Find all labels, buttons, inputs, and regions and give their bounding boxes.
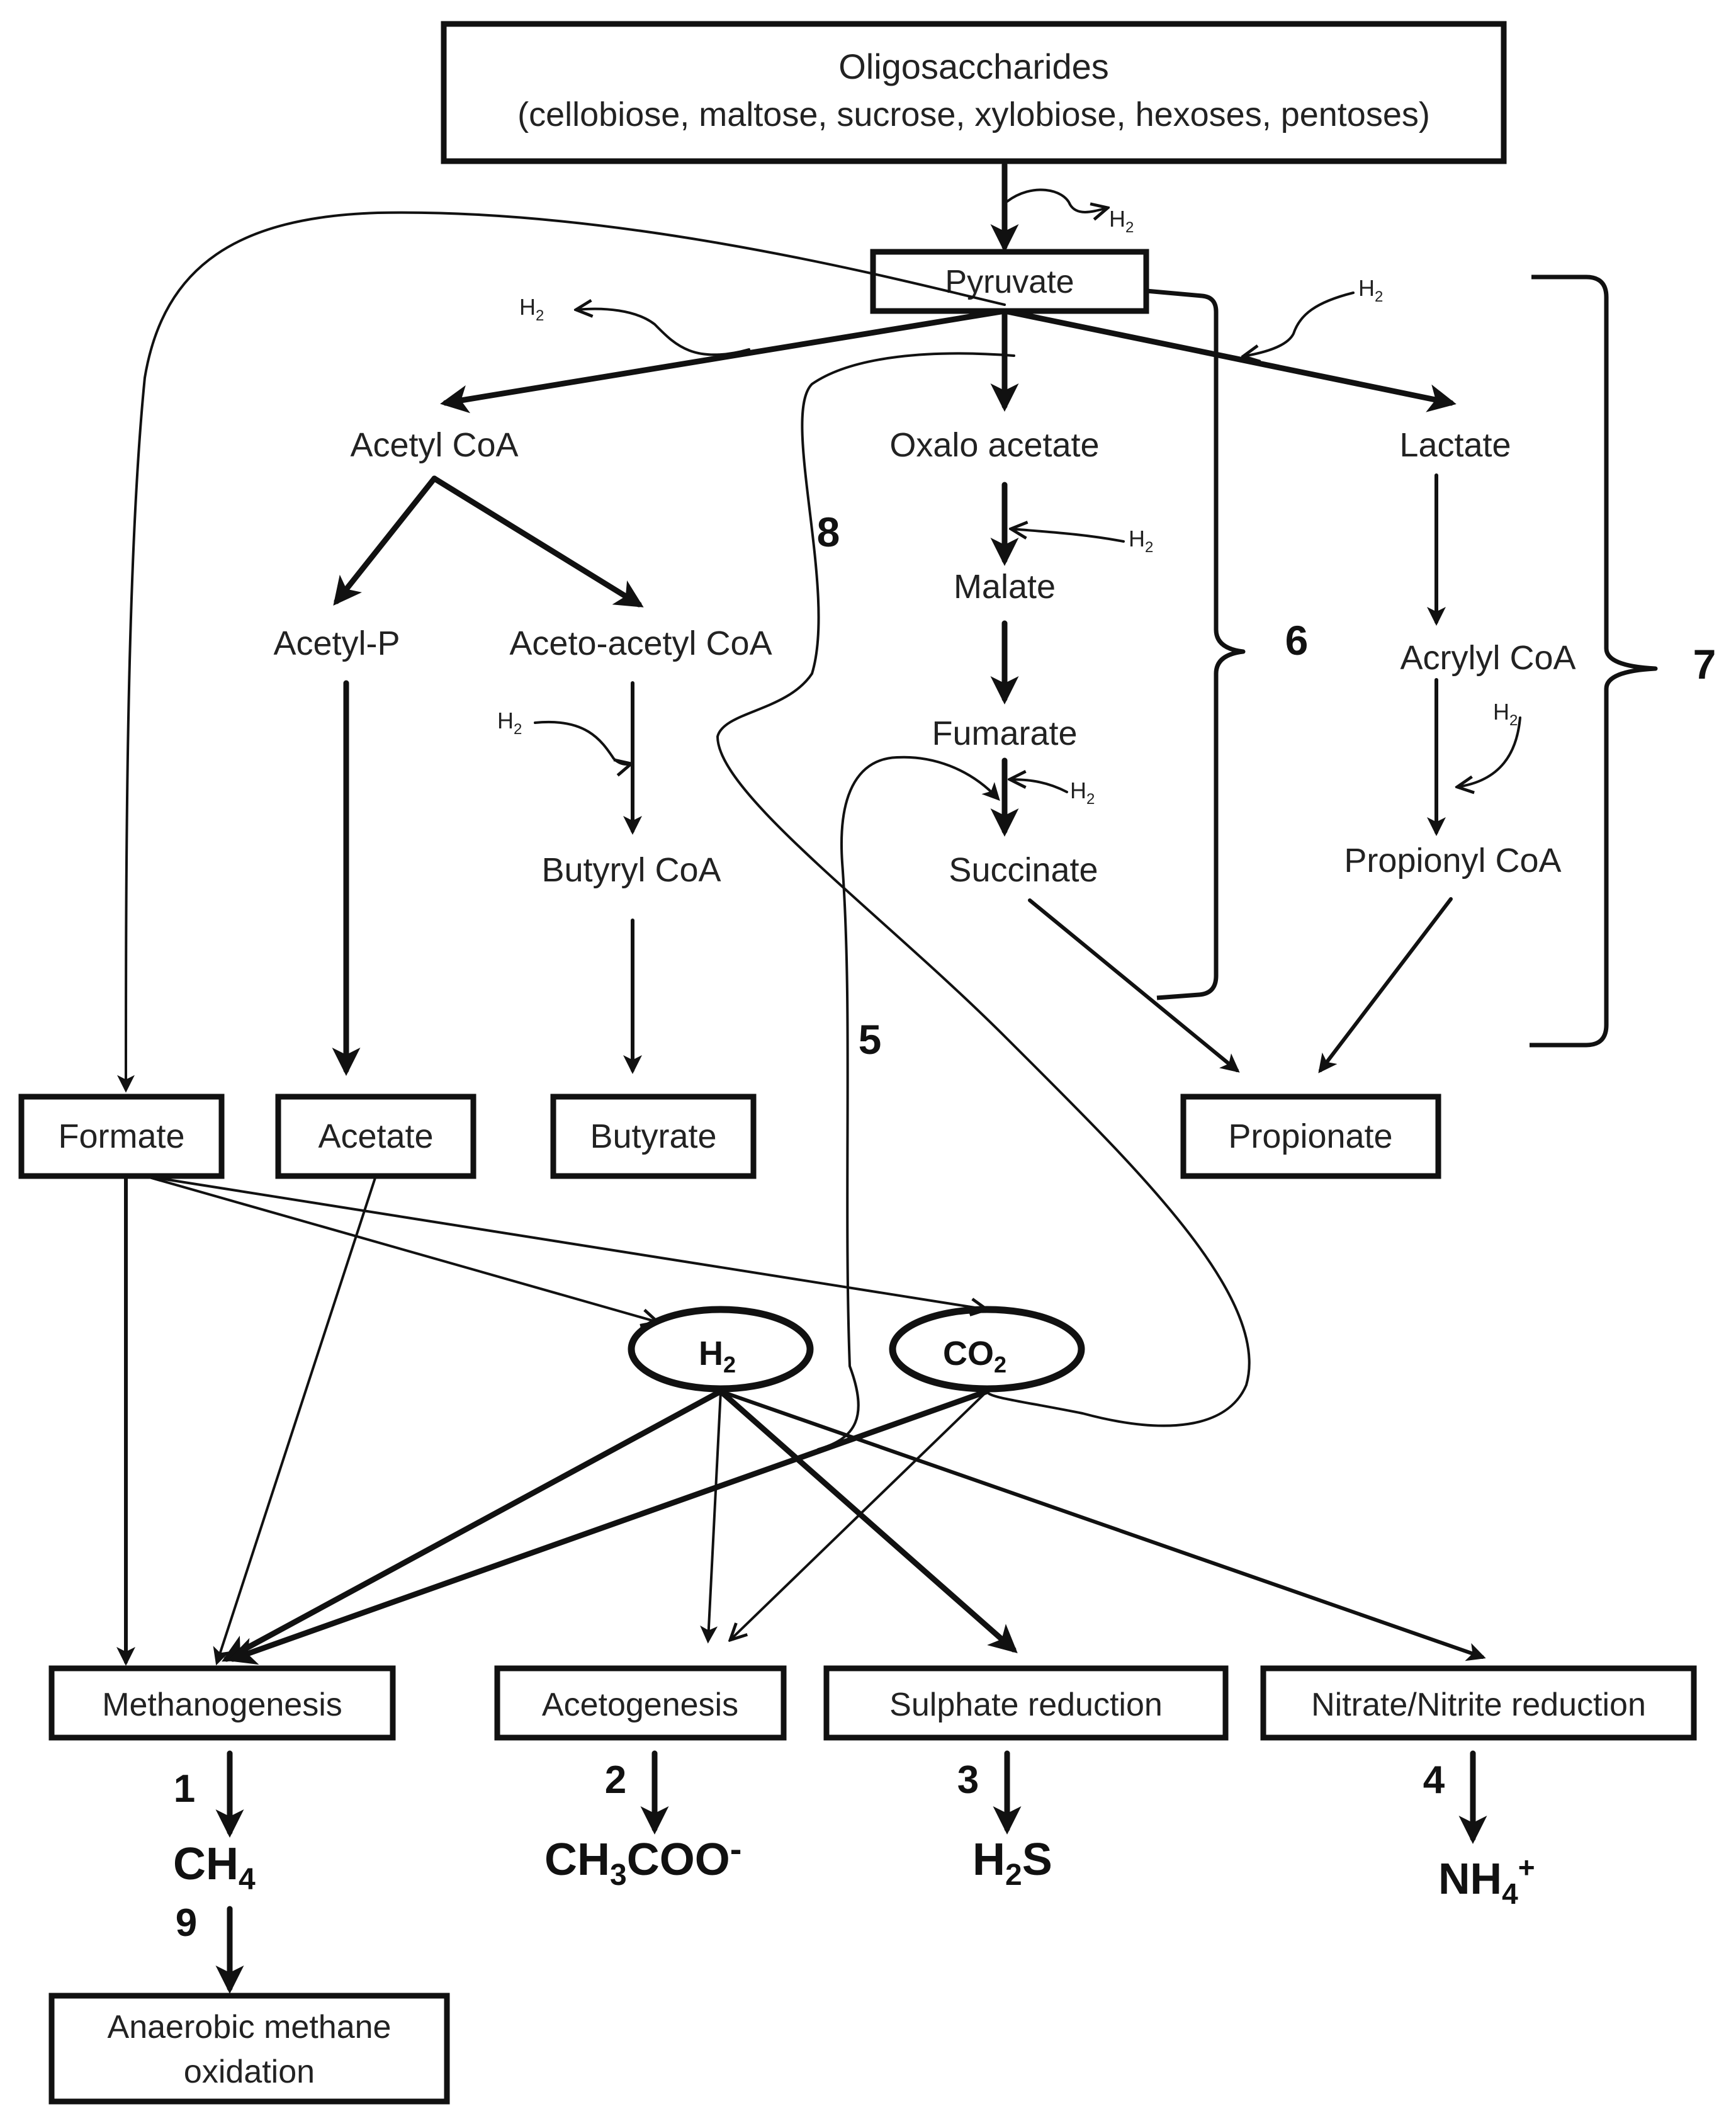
acetogenesis-box: Acetogenesis [494, 1665, 787, 1741]
arrow-acetate-methanogenesis [213, 1175, 377, 1666]
h2-label-butyryl: H2 [497, 708, 522, 738]
arrow-succinate-propionate [1028, 898, 1240, 1073]
h2-label-acetyl: H2 [519, 294, 544, 324]
acetate-box: Acetate [275, 1094, 476, 1179]
pyruvate-box: Pyruvate [870, 249, 1149, 314]
aceto-acetyl-coa-label: Aceto-acetyl CoA [509, 625, 772, 662]
methanogenesis-box: Methanogenesis [48, 1665, 396, 1741]
product-acetate-ion: CH3COO- [544, 1829, 741, 1892]
arrow-pyruvate-lactate [1001, 308, 1457, 412]
formate-box: Formate [18, 1094, 225, 1179]
arrow-acetylcoa-acetylp [333, 475, 437, 606]
product-ch4: CH4 [173, 1839, 256, 1896]
bracket-6 [1146, 288, 1246, 1000]
oligosaccharides-subtitle: (cellobiose, maltose, sucrose, xylobiose… [517, 96, 1430, 133]
arrow-pyruvate-formate [117, 211, 1006, 1093]
methanogenesis-label: Methanogenesis [102, 1687, 342, 1723]
lactate-label: Lactate [1399, 426, 1511, 464]
oligosaccharides-title: Oligosaccharides [838, 47, 1109, 86]
h2-label-succinate: H2 [1070, 778, 1095, 808]
anaerobic-oxidation-line1: Anaerobic methane [108, 2009, 392, 2045]
butyryl-coa-label: Butyryl CoA [541, 851, 721, 889]
acrylyl-coa-label: Acrylyl CoA [1400, 639, 1575, 677]
h2-label-propionyl: H2 [1493, 699, 1518, 729]
malate-label: Malate [954, 568, 1056, 606]
arrow-h2-input-lactate [1243, 291, 1355, 356]
number-4: 4 [1423, 1758, 1445, 1802]
propionyl-coa-label: Propionyl CoA [1344, 842, 1561, 880]
arrow-formate-co2 [144, 1175, 987, 1309]
arrow-propionyl-propionate [1318, 897, 1453, 1073]
arrow-h2-release-acetyl [576, 309, 750, 356]
acetyl-p-label: Acetyl-P [273, 625, 400, 662]
arrow-h2-input-butyryl [534, 720, 631, 764]
h2-label-malate: H2 [1129, 526, 1153, 556]
sulphate-reduction-box: Sulphate reduction [823, 1665, 1229, 1741]
fumarate-label: Fumarate [932, 715, 1077, 752]
pathway-loop-8 [716, 352, 1251, 1427]
anaerobic-methane-oxidation-box: Anaerobic methane oxidation [48, 1993, 450, 2105]
pyruvate-label: Pyruvate [945, 264, 1074, 300]
number-8: 8 [817, 509, 840, 555]
propionate-label: Propionate [1228, 1117, 1392, 1155]
number-1: 1 [174, 1767, 195, 1811]
arrow-h2-acetogenesis [700, 1390, 722, 1644]
number-6: 6 [1285, 617, 1309, 664]
butyrate-box: Butyrate [550, 1094, 757, 1179]
arrow-h2-input-propionyl [1457, 716, 1521, 787]
pathway-loop-5 [817, 755, 1000, 1451]
arrow-co2-acetogenesis [730, 1390, 988, 1640]
arrow-h2-sulphate [718, 1388, 1018, 1653]
arrow-formate-h2 [144, 1175, 658, 1322]
arrow-acetylcoa-acetoacetylcoa [431, 475, 644, 608]
co2-oval: CO2 [889, 1306, 1085, 1393]
acetyl-coa-label: Acetyl CoA [350, 426, 518, 464]
h2-oval-label: H2 [699, 1335, 736, 1377]
product-h2s: H2S [972, 1835, 1052, 1892]
arrow-h2-input-succinate [1010, 779, 1068, 793]
arrow-pyruvate-acetylcoa [440, 308, 1008, 414]
nitrate-reduction-box: Nitrate/Nitrite reduction [1260, 1665, 1697, 1741]
sulphate-reduction-label: Sulphate reduction [889, 1687, 1163, 1723]
number-2: 2 [605, 1758, 626, 1802]
succinate-label: Succinate [949, 851, 1098, 889]
oligosaccharides-box: Oligosaccharides (cellobiose, maltose, s… [441, 21, 1507, 164]
nitrate-reduction-label: Nitrate/Nitrite reduction [1311, 1687, 1646, 1723]
co2-oval-label: CO2 [943, 1335, 1006, 1377]
pathway-arrows [116, 162, 1521, 1994]
formate-label: Formate [58, 1117, 184, 1155]
h2-label-top: H2 [1109, 206, 1134, 236]
bracket-7 [1530, 274, 1658, 1048]
number-7: 7 [1693, 641, 1716, 687]
arrow-h2-release-top [1006, 188, 1108, 212]
arrow-h2-methanogenesis [222, 1388, 724, 1662]
butyrate-label: Butyrate [590, 1117, 716, 1155]
number-5: 5 [859, 1016, 882, 1063]
arrow-h2-nitrate [719, 1389, 1486, 1661]
acetogenesis-label: Acetogenesis [542, 1687, 738, 1723]
acetate-label: Acetate [318, 1117, 433, 1155]
pathway-numbers: 8 6 7 5 1 2 3 4 9 [174, 509, 1716, 1945]
anaerobic-oxidation-line2: oxidation [184, 2054, 315, 2090]
propionate-box: Propionate [1180, 1094, 1441, 1179]
h2-label-lactate: H2 [1358, 275, 1383, 305]
number-3: 3 [957, 1758, 979, 1802]
arrow-h2-input-malate [1011, 529, 1125, 543]
h2-labels: H2 H2 H2 H2 H2 H2 H2 [497, 206, 1518, 808]
number-9: 9 [176, 1901, 197, 1945]
arrow-co2-methanogenesis [227, 1388, 990, 1665]
oxalo-acetate-label: Oxalo acetate [889, 426, 1099, 464]
product-nh4: NH4+ [1438, 1851, 1535, 1910]
